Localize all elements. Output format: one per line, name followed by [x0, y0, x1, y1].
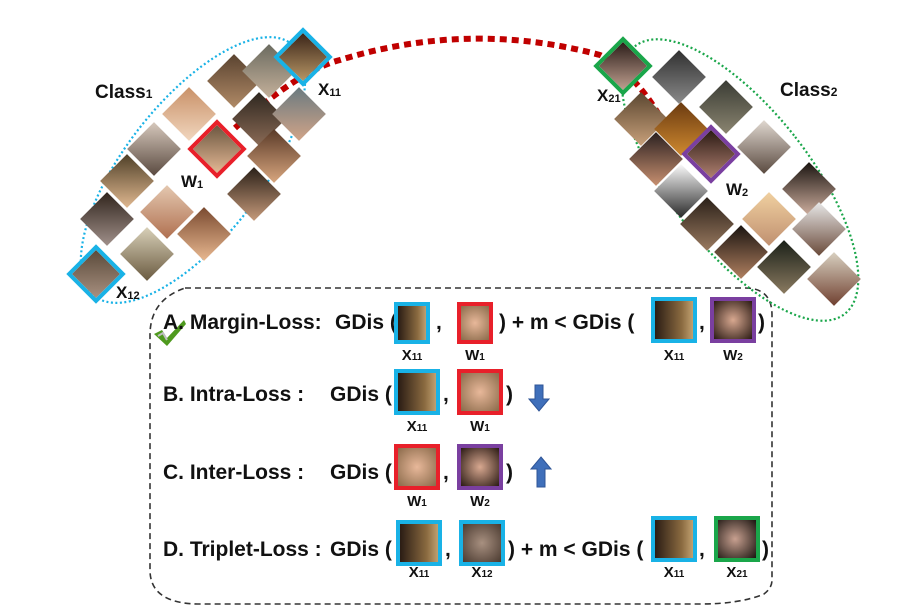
x12-label: X12	[116, 283, 140, 302]
w1-label: W1	[470, 418, 490, 435]
x11-label: X11	[318, 80, 341, 99]
equation-label: A. Margin-Loss:	[163, 311, 322, 334]
w2-label: W2	[726, 180, 749, 199]
w1-tile	[394, 444, 440, 490]
x11-label: X11	[401, 347, 423, 364]
w1-label: W1	[181, 172, 204, 191]
w1-tile	[457, 302, 493, 344]
w1-label: W1	[407, 493, 427, 510]
x11-label: X11	[663, 564, 685, 581]
equation-label: D. Triplet-Loss :	[163, 538, 322, 561]
close-paren: )	[762, 538, 769, 561]
w1-label: W1	[465, 347, 485, 364]
equation-label: B. Intra-Loss :	[163, 383, 305, 406]
x11-label: X11	[408, 564, 430, 581]
x21-tile	[714, 516, 760, 562]
x11-tile	[651, 516, 697, 562]
equation-box-border	[149, 287, 773, 605]
gdis-open: GDis (	[330, 383, 392, 406]
x21-label: X21	[726, 564, 748, 581]
comma: ,	[699, 538, 705, 561]
x12-label: X12	[471, 564, 493, 581]
close-paren: )	[506, 461, 513, 484]
w1-tile	[457, 369, 503, 415]
w2-label: W2	[470, 493, 490, 510]
comma: ,	[443, 461, 449, 484]
margin-mid: ) + m < GDis (	[499, 311, 635, 334]
comma: ,	[436, 311, 442, 334]
comma: ,	[445, 538, 451, 561]
w2-label: W2	[723, 347, 743, 364]
x11-tile	[651, 297, 697, 343]
w2-tile	[457, 444, 503, 490]
close-paren: )	[506, 383, 513, 406]
checkmark-icon	[154, 320, 186, 346]
x12-tile	[459, 520, 505, 566]
arrow-up-icon	[530, 456, 552, 488]
class1-title: Class1	[95, 82, 153, 103]
gdis-open: GDis (	[330, 538, 392, 561]
equation-label: C. Inter-Loss :	[163, 461, 305, 484]
x11-tile	[394, 369, 440, 415]
x21-label: X21	[597, 86, 621, 105]
arrow-down-icon	[528, 384, 550, 412]
x11-tile	[396, 520, 442, 566]
comma: ,	[699, 311, 705, 334]
x11-label: X11	[663, 347, 685, 364]
gdis-open: GDis (	[335, 311, 397, 334]
margin-mid: ) + m < GDis (	[508, 538, 644, 561]
gdis-open: GDis (	[330, 461, 392, 484]
x11-label: X11	[406, 418, 428, 435]
class2-title: Class2	[780, 80, 838, 101]
comma: ,	[443, 383, 449, 406]
close-paren: )	[758, 311, 765, 334]
w2-tile	[710, 297, 756, 343]
x11-tile	[394, 302, 430, 344]
